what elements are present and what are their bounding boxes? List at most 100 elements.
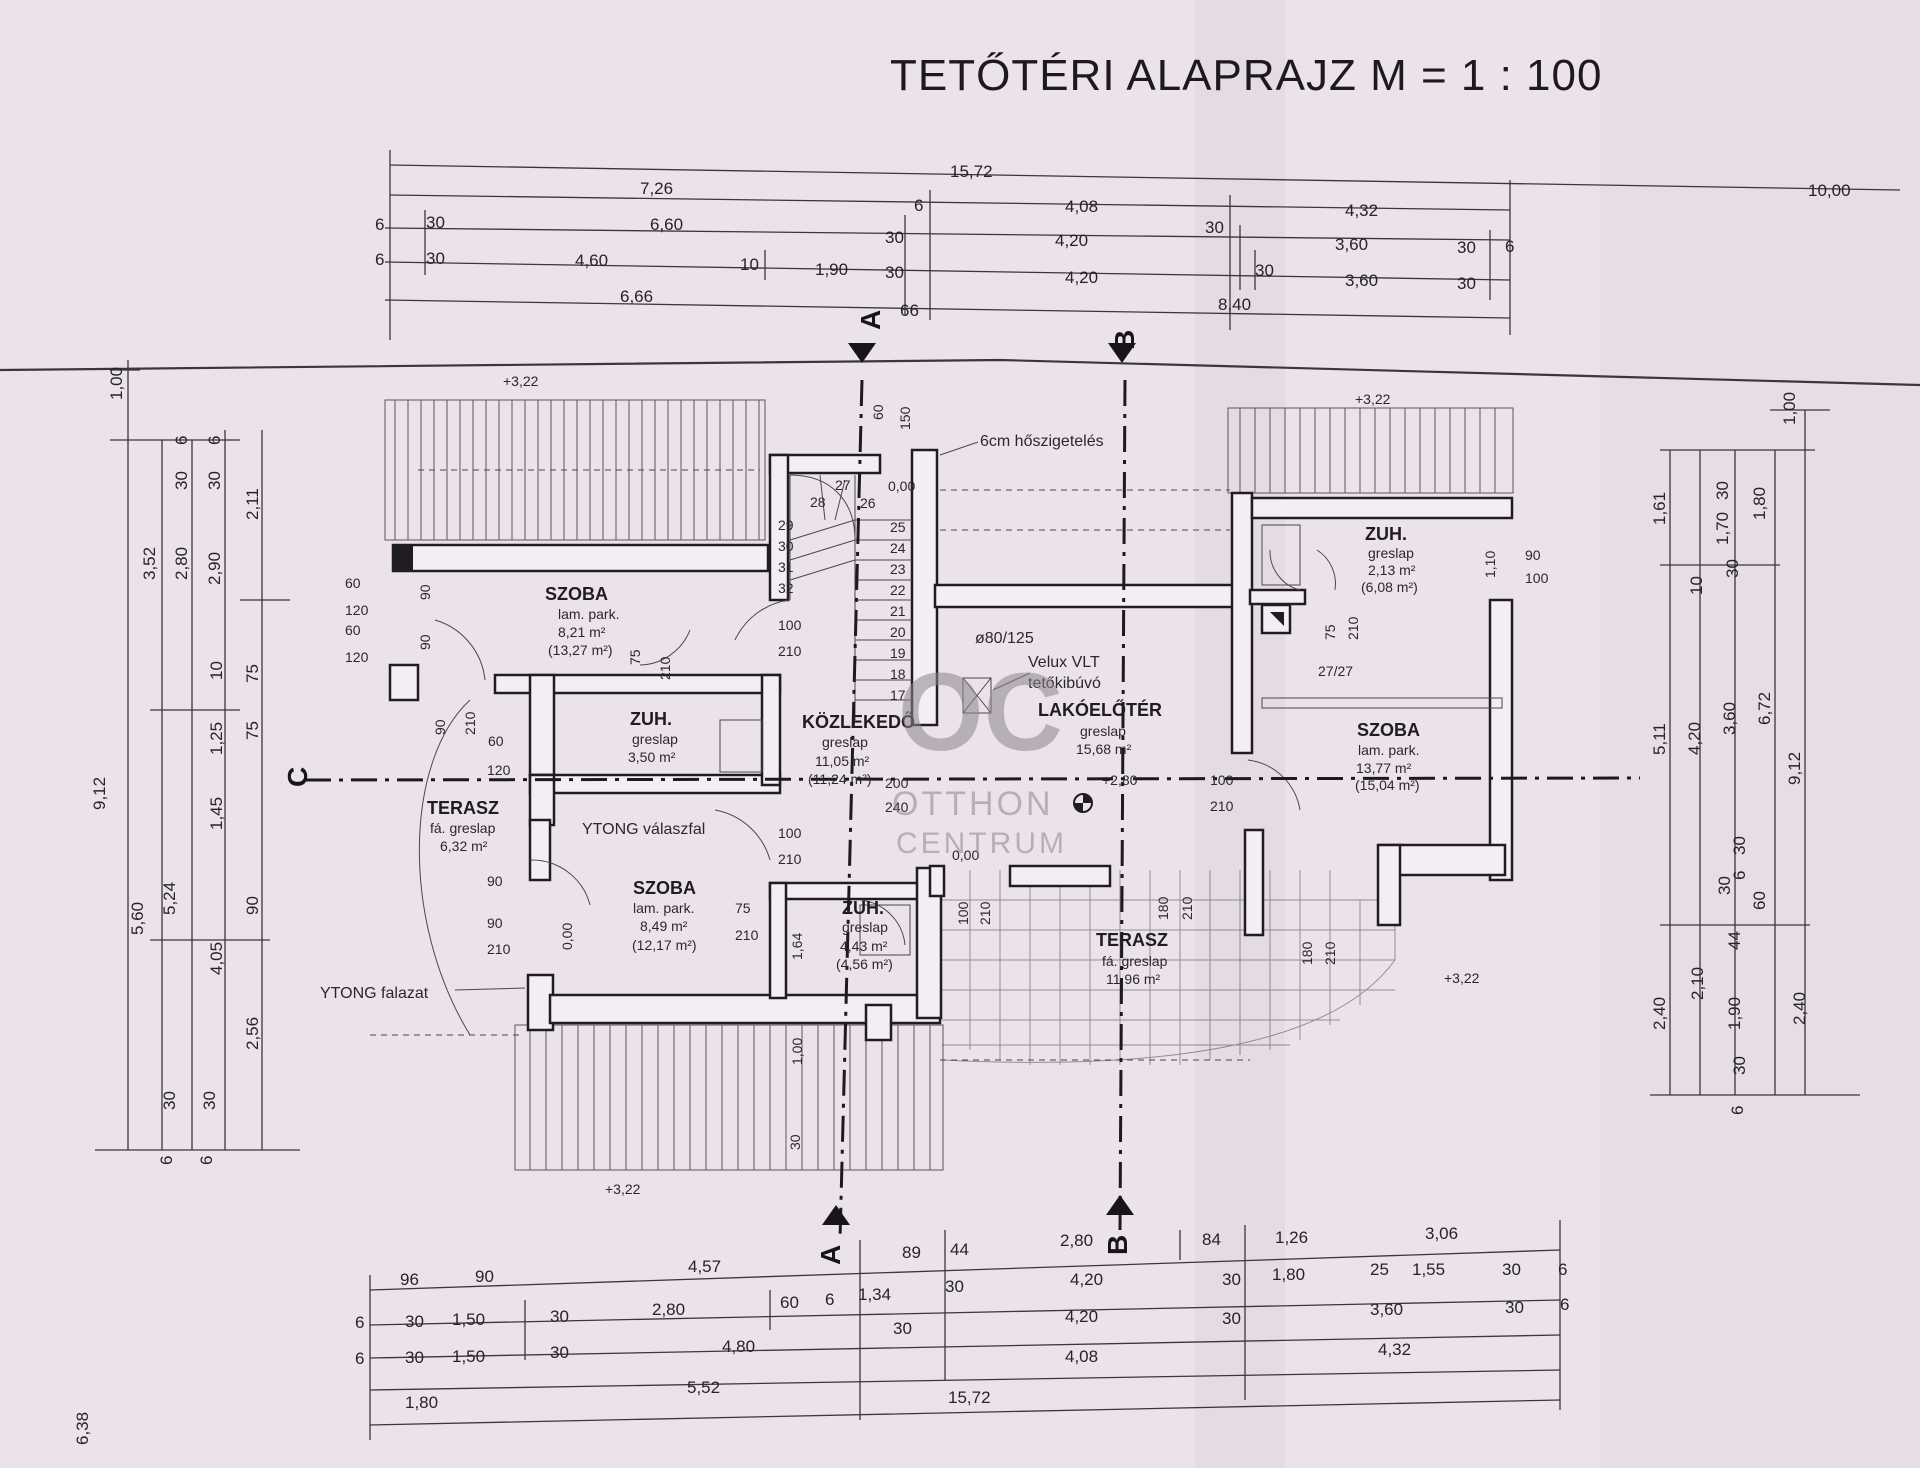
stair-num: 28 <box>810 494 826 510</box>
door-swings <box>434 549 1336 946</box>
watermark: OC OTTHON CENTRUM <box>892 651 1064 860</box>
door-dim: 90 <box>487 873 503 889</box>
dim-text: 84 <box>1202 1230 1221 1249</box>
dim-text: 4,20 <box>1070 1270 1103 1289</box>
door-dim: 75 <box>735 900 751 916</box>
level-label: 0,00 <box>888 478 915 494</box>
dim-text: 30 <box>1222 1309 1241 1328</box>
ytong-masonry-label: YTONG falazat <box>320 985 429 1002</box>
roof-overhang-top-right <box>1227 407 1514 494</box>
dim-text: 6 <box>825 1290 834 1309</box>
dim-text: 6 <box>205 436 224 445</box>
dim-text: 30 <box>945 1277 964 1296</box>
dim-text: 2,80 <box>172 547 191 580</box>
dim-text: 6 <box>914 196 923 215</box>
elevation-label: +3,22 <box>1444 970 1480 986</box>
sheet-border-line <box>0 358 1920 387</box>
door-dim: 200 <box>885 775 909 791</box>
dim-text: 1,00 <box>1780 392 1799 425</box>
dim-line-top-2 <box>389 194 1511 211</box>
dim-text: 6 <box>1505 237 1514 256</box>
room-name: SZOBA <box>545 584 608 604</box>
door-dim: 210 <box>462 711 478 735</box>
door-dim: 90 <box>417 634 433 650</box>
door-dim: 100 <box>1210 772 1234 788</box>
door-dim: 60 <box>345 575 361 591</box>
chimney-label: 27/27 <box>1318 663 1353 679</box>
dim-text: 89 <box>902 1243 921 1262</box>
dim-text: 30 <box>1723 559 1742 578</box>
walls <box>388 448 1514 1042</box>
dim-text: 6,38 <box>73 1412 92 1445</box>
wall-right-left <box>1230 491 1254 755</box>
stair-num: 19 <box>890 645 906 661</box>
wall-top-left <box>391 543 770 573</box>
dim-text: 3,60 <box>1720 702 1739 735</box>
wall-right-outer <box>1488 598 1514 882</box>
dim-text: 60 <box>780 1293 799 1312</box>
dim-text: 1,61 <box>1650 492 1669 525</box>
dim-line-top-3 <box>384 227 1511 241</box>
dim-text: 7,26 <box>640 179 673 198</box>
wall-bath1-bottom <box>528 773 782 795</box>
dim-text: 9,12 <box>1785 752 1804 785</box>
dim-text: 4,32 <box>1378 1340 1411 1359</box>
wall-lower-left-upper <box>528 818 552 882</box>
dim-text: 6 <box>172 436 191 445</box>
door-dim: 180 <box>1299 941 1315 965</box>
shower-tray-2 <box>859 904 911 956</box>
section-line-b <box>1118 379 1127 1231</box>
dim-text: 30 <box>426 249 445 268</box>
stair-numbers: 27 28 26 25 24 23 22 21 20 19 18 17 29 3… <box>778 404 913 1150</box>
wall-right-top <box>1250 496 1514 520</box>
wall-terrace-post <box>1243 828 1265 937</box>
dim-text: 4,60 <box>575 251 608 270</box>
dim-text: 1,00 <box>107 367 126 400</box>
vent-label: ø80/125 <box>975 630 1034 647</box>
roof-overhang-bottom <box>514 1024 944 1171</box>
dim-text: 2,11 <box>243 488 262 520</box>
stair-num: 31 <box>778 559 794 575</box>
stair-num: 24 <box>890 540 906 556</box>
dim-text: 4,32 <box>1345 201 1378 220</box>
dim-text: 30 <box>200 1091 219 1110</box>
room-finish: greslap <box>842 919 888 935</box>
dim-text: 6 <box>355 1313 364 1332</box>
stair-num: 30 <box>778 538 794 554</box>
velux-label: Velux VLT <box>1028 654 1100 671</box>
dim-text: 2,56 <box>243 1017 262 1050</box>
door-dim: 100 <box>1525 570 1549 586</box>
stair-num: 1,00 <box>789 1038 805 1065</box>
dim-text: 30 <box>1457 274 1476 293</box>
wall-right-room-top <box>1261 697 1503 709</box>
dim-text: 6,66 <box>620 287 653 306</box>
door-dim: 210 <box>1345 616 1361 640</box>
dim-text: 30 <box>1730 1056 1749 1075</box>
dim-text: 6 <box>157 1156 176 1165</box>
dim-text: 30 <box>1255 261 1274 280</box>
dim-text: 30 <box>1730 836 1749 855</box>
dim-text: 30 <box>205 471 224 490</box>
section-arrow-a-bottom <box>822 1205 850 1225</box>
dim-text: 4,57 <box>688 1257 721 1276</box>
room-finish: lam. park. <box>1358 742 1419 758</box>
room-name: TERASZ <box>427 798 499 818</box>
dim-text: 1,50 <box>452 1347 485 1366</box>
door-dim: 90 <box>487 915 503 931</box>
door-dim: 75 <box>627 649 643 665</box>
door-dim: 100 <box>955 901 971 925</box>
dim-text: 75 <box>243 721 262 740</box>
dim-text: 6 <box>375 250 384 269</box>
stair-num: 27 <box>835 477 851 493</box>
dim-text: 2,90 <box>205 552 224 585</box>
dim-text: 4,20 <box>1055 231 1088 250</box>
room-area: 6,32 m² <box>440 838 488 854</box>
dim-line-top-5 <box>384 299 1511 319</box>
room-area: 13,77 m² <box>1356 760 1412 776</box>
door-dim: 240 <box>885 799 909 815</box>
dim-text: 10 <box>1687 576 1706 595</box>
stair-num: 22 <box>890 582 906 598</box>
velux-label-2: tetőkibúvó <box>1028 675 1101 692</box>
wall-bath1-right <box>760 673 782 787</box>
section-arrow-a-top <box>848 343 876 363</box>
